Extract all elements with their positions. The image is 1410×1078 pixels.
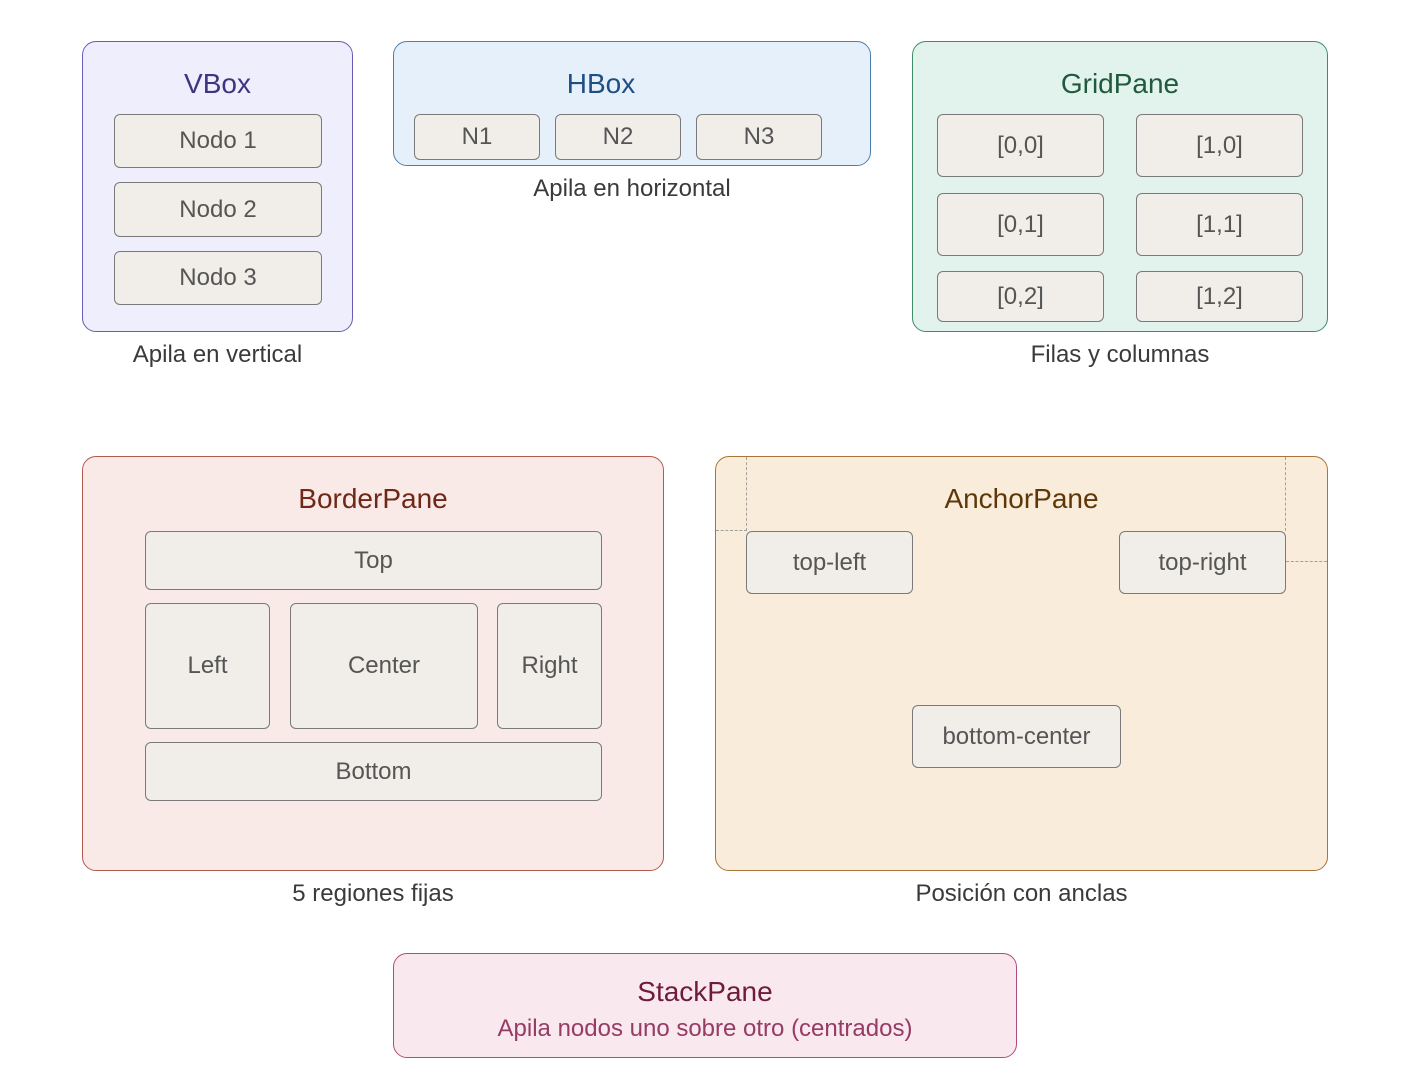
stackpane-title: StackPane bbox=[637, 976, 773, 1007]
hbox-node-1: N1 bbox=[414, 114, 540, 160]
anchorpane-title: AnchorPane bbox=[944, 483, 1099, 514]
vbox-caption: Apila en vertical bbox=[132, 341, 303, 368]
anchorpane-panel: AnchorPane top-left top-right bottom-cen… bbox=[715, 456, 1328, 871]
grid-cell-1-1: [1,1] bbox=[1136, 193, 1303, 256]
anchor-bottom-center-node: bottom-center bbox=[912, 705, 1121, 768]
grid-cell-0-1: [0,1] bbox=[937, 193, 1104, 256]
borderpane-caption: 5 regiones fijas bbox=[292, 880, 454, 907]
borderpane-left-region: Left bbox=[145, 603, 270, 729]
vbox-title: VBox bbox=[184, 68, 251, 99]
borderpane-bottom-region: Bottom bbox=[145, 742, 602, 801]
hbox-title: HBox bbox=[566, 68, 636, 99]
anchor-line-top-right-horizontal bbox=[1286, 561, 1327, 562]
stackpane-subtitle: Apila nodos uno sobre otro (centrados) bbox=[497, 1015, 913, 1042]
borderpane-right-region: Right bbox=[497, 603, 602, 729]
vbox-node-2: Nodo 2 bbox=[114, 182, 322, 237]
vbox-panel: VBox Nodo 1 Nodo 2 Nodo 3 bbox=[82, 41, 353, 332]
gridpane-caption: Filas y columnas bbox=[1030, 341, 1210, 368]
anchor-line-top-left-vertical bbox=[746, 457, 747, 531]
stackpane-panel: StackPane Apila nodos uno sobre otro (ce… bbox=[393, 953, 1017, 1058]
borderpane-center-region: Center bbox=[290, 603, 478, 729]
grid-cell-1-2: [1,2] bbox=[1136, 271, 1303, 322]
borderpane-title: BorderPane bbox=[298, 483, 448, 514]
grid-cell-0-2: [0,2] bbox=[937, 271, 1104, 322]
grid-cell-0-0: [0,0] bbox=[937, 114, 1104, 177]
hbox-node-2: N2 bbox=[555, 114, 681, 160]
hbox-panel: HBox N1 N2 N3 bbox=[393, 41, 871, 166]
borderpane-top-region: Top bbox=[145, 531, 602, 590]
anchor-top-right-node: top-right bbox=[1119, 531, 1286, 594]
anchor-top-left-node: top-left bbox=[746, 531, 913, 594]
vbox-node-1: Nodo 1 bbox=[114, 114, 322, 168]
gridpane-title: GridPane bbox=[1060, 68, 1180, 99]
gridpane-panel: GridPane [0,0] [1,0] [0,1] [1,1] [0,2] [… bbox=[912, 41, 1328, 332]
borderpane-panel: BorderPane Top Left Center Right Bottom bbox=[82, 456, 664, 871]
grid-cell-1-0: [1,0] bbox=[1136, 114, 1303, 177]
anchor-line-top-right-vertical bbox=[1285, 457, 1286, 531]
anchor-line-top-left-horizontal bbox=[716, 530, 747, 531]
hbox-node-3: N3 bbox=[696, 114, 822, 160]
anchorpane-caption: Posición con anclas bbox=[915, 880, 1128, 907]
vbox-node-3: Nodo 3 bbox=[114, 251, 322, 305]
hbox-caption: Apila en horizontal bbox=[533, 175, 731, 202]
